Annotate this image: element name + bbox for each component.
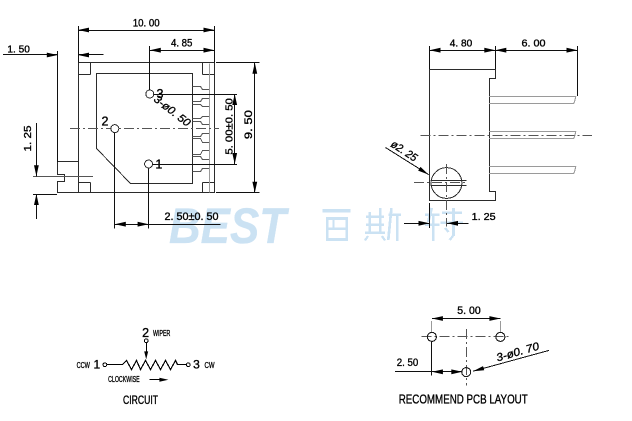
svg-text:6. 00: 6. 00 — [522, 38, 546, 50]
svg-text:CLOCKWISE: CLOCKWISE — [108, 374, 140, 384]
svg-text:2: 2 — [102, 114, 109, 128]
svg-text:10. 00: 10. 00 — [133, 18, 160, 30]
svg-text:4. 85: 4. 85 — [171, 38, 193, 50]
svg-text:1. 50: 1. 50 — [7, 43, 30, 55]
svg-text:WIPER: WIPER — [153, 329, 170, 338]
svg-text:CIRCUIT: CIRCUIT — [123, 395, 158, 407]
svg-text:2: 2 — [142, 326, 149, 340]
svg-text:1. 25: 1. 25 — [22, 125, 34, 151]
svg-text:3: 3 — [193, 358, 200, 372]
svg-text:4. 80: 4. 80 — [450, 38, 473, 50]
svg-text:2. 50±0. 50: 2. 50±0. 50 — [165, 211, 219, 223]
svg-text:RECOMMEND PCB LAYOUT: RECOMMEND PCB LAYOUT — [399, 391, 528, 406]
svg-text:1. 25: 1. 25 — [472, 211, 496, 223]
svg-text:5. 00: 5. 00 — [457, 305, 480, 317]
svg-text:CW: CW — [205, 361, 215, 370]
svg-text:9. 50: 9. 50 — [243, 110, 255, 139]
svg-text:5. 00±0. 50: 5. 00±0. 50 — [224, 98, 236, 155]
svg-text:2. 50: 2. 50 — [397, 357, 419, 369]
svg-text:1: 1 — [93, 358, 100, 372]
svg-text:CCW: CCW — [77, 361, 91, 370]
svg-text:BEST: BEST — [169, 198, 290, 254]
